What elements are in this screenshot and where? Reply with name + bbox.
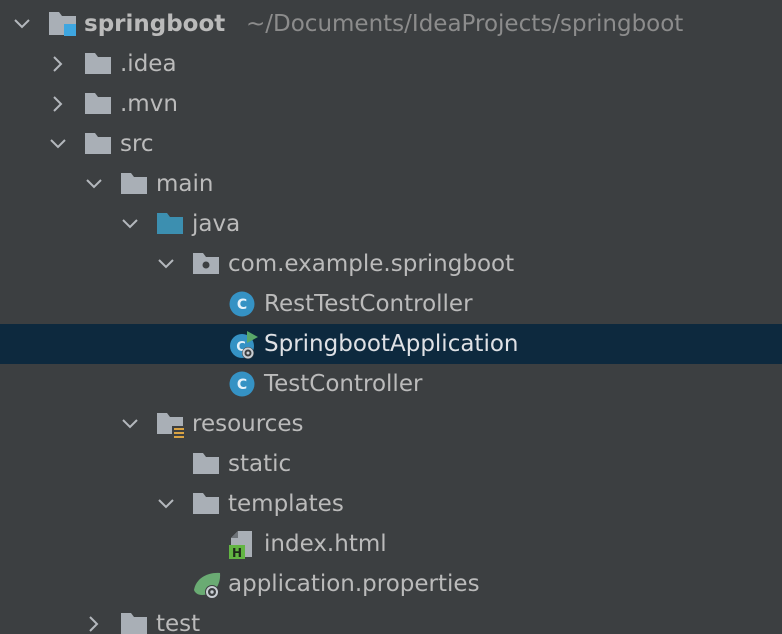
spring-boot-app-icon: C	[228, 330, 258, 359]
tree-label: .idea	[120, 51, 177, 77]
tree-label: .mvn	[120, 91, 178, 117]
tree-row-test[interactable]: test	[0, 604, 782, 634]
svg-text:C: C	[236, 340, 246, 355]
tree-row-templates[interactable]: templates	[0, 484, 782, 524]
tree-label: TestController	[264, 371, 423, 397]
chevron-down-icon[interactable]	[12, 4, 32, 44]
chevron-down-icon[interactable]	[156, 484, 176, 524]
class-icon: C	[228, 370, 256, 398]
tree-label: RestTestController	[264, 291, 473, 317]
tree-row-idea[interactable]: .idea	[0, 44, 782, 84]
svg-text:C: C	[237, 297, 247, 313]
tree-row-main[interactable]: main	[0, 164, 782, 204]
folder-icon	[84, 90, 112, 118]
folder-icon	[192, 490, 220, 518]
tree-label: application.properties	[228, 571, 480, 597]
folder-icon	[120, 610, 148, 634]
tree-row-springbootapplication[interactable]: C SpringbootApplication	[0, 324, 782, 364]
tree-label: com.example.springboot	[228, 251, 515, 277]
svg-text:H: H	[232, 546, 242, 560]
tree-label: SpringbootApplication	[264, 331, 519, 357]
html-file-icon: H	[228, 530, 256, 560]
tree-row-package[interactable]: com.example.springboot	[0, 244, 782, 284]
module-folder-icon	[48, 10, 76, 38]
tree-row-resttestcontroller[interactable]: C RestTestController	[0, 284, 782, 324]
chevron-down-icon[interactable]	[120, 404, 140, 444]
tree-label: static	[228, 451, 292, 477]
tree-label: index.html	[264, 531, 387, 557]
tree-row-springboot[interactable]: springboot ~/Documents/IdeaProjects/spri…	[0, 4, 782, 44]
resources-folder-icon	[156, 410, 185, 439]
tree-label: templates	[228, 491, 344, 517]
chevron-right-icon[interactable]	[48, 84, 68, 124]
chevron-down-icon[interactable]	[84, 164, 104, 204]
tree-row-resources[interactable]: resources	[0, 404, 782, 444]
tree-row-application-properties[interactable]: application.properties	[0, 564, 782, 604]
folder-icon	[192, 450, 220, 478]
tree-label: test	[156, 611, 201, 634]
tree-row-static[interactable]: static	[0, 444, 782, 484]
tree-label: src	[120, 131, 154, 157]
folder-icon	[120, 170, 148, 198]
tree-label: java	[192, 211, 241, 237]
tree-label: springboot	[84, 11, 226, 37]
chevron-right-icon[interactable]	[48, 44, 68, 84]
tree-label: resources	[192, 411, 304, 437]
package-icon	[192, 250, 220, 278]
chevron-down-icon[interactable]	[120, 204, 140, 244]
tree-row-src[interactable]: src	[0, 124, 782, 164]
class-icon: C	[228, 290, 256, 318]
folder-icon	[84, 50, 112, 78]
folder-icon	[84, 130, 112, 158]
tree-row-java[interactable]: java	[0, 204, 782, 244]
tree-label: main	[156, 171, 214, 197]
tree-row-index-html[interactable]: H index.html	[0, 524, 782, 564]
tree-row-testcontroller[interactable]: C TestController	[0, 364, 782, 404]
source-folder-icon	[156, 210, 184, 238]
chevron-down-icon[interactable]	[156, 244, 176, 284]
tree-row-mvn[interactable]: .mvn	[0, 84, 782, 124]
spring-properties-icon	[192, 570, 221, 599]
chevron-down-icon[interactable]	[48, 124, 68, 164]
project-path: ~/Documents/IdeaProjects/springboot	[246, 11, 684, 37]
svg-text:C: C	[237, 377, 247, 393]
chevron-right-icon[interactable]	[84, 604, 104, 634]
